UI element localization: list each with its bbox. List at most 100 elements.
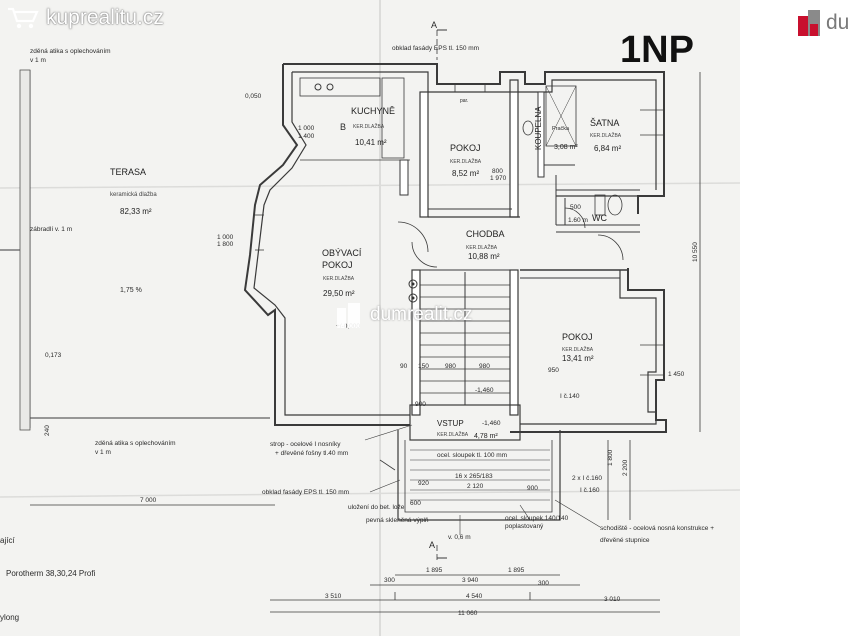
room-pokoj1-area: 8,52 m² bbox=[452, 169, 479, 178]
room-vstup-material: KER.DLAŽBA bbox=[437, 430, 469, 438]
roof-2: + dřevěné fošny tl.40 mm bbox=[275, 450, 348, 457]
facade-bottom: obklad fasády EPS tl. 150 mm bbox=[262, 489, 349, 496]
steps: 16 x 265/183 bbox=[455, 473, 493, 480]
room-chodba-name: CHODBA bbox=[466, 229, 505, 239]
room-chodba-material: KER.DLAŽBA bbox=[466, 243, 498, 251]
lintel: I č.140 bbox=[560, 393, 580, 400]
stairs2-a: schodiště - ocelová nosná konstrukce + bbox=[600, 525, 714, 532]
dim-980-b: 980 bbox=[479, 363, 490, 370]
left-text-2: Porotherm 38,30,24 Profi bbox=[6, 569, 96, 578]
room-terasa-name: TERASA bbox=[110, 167, 146, 177]
level-top: 0,050 bbox=[245, 93, 262, 100]
room-obyvaci-area: 29,50 m² bbox=[323, 289, 355, 298]
column: ocel. sloupek tl. 100 mm bbox=[437, 452, 507, 459]
washer: Pračka bbox=[552, 126, 570, 132]
dim-10550: 10 550 bbox=[692, 242, 699, 262]
room-obyvaci-material: KER.DLAŽBA bbox=[323, 274, 355, 282]
level-left: 0,173 bbox=[45, 352, 62, 359]
section-a-top: A bbox=[431, 20, 437, 30]
dim-240: 240 bbox=[44, 425, 51, 436]
left-text-1: ající bbox=[0, 536, 15, 545]
room-pokoj1-material: KER.DLAŽBA bbox=[450, 157, 482, 165]
room-terasa-material: keramická dlažba bbox=[110, 192, 157, 198]
dim-3510: 3 510 bbox=[325, 593, 342, 600]
laying: uložení do bet. lože bbox=[348, 504, 405, 511]
dumrealit-logo-icon bbox=[798, 10, 820, 36]
dim-3010: 3 010 bbox=[604, 596, 621, 603]
attic-top-2: v 1 m bbox=[30, 57, 46, 64]
dim-950: 950 bbox=[548, 367, 559, 374]
dim-2200: 2 200 bbox=[622, 459, 629, 476]
room-koupelna-name: KOUPELNA bbox=[534, 106, 543, 150]
room-kuchyne-area: 10,41 m² bbox=[355, 138, 387, 147]
shopping-cart-icon bbox=[8, 7, 39, 29]
room-satna-material: KER.DLAŽBA bbox=[590, 131, 622, 139]
par-label: par. bbox=[460, 98, 468, 104]
room-satna-name: ŠATNA bbox=[590, 118, 619, 128]
watermark-right-text: du bbox=[826, 11, 848, 34]
stairs2-b: dřevěné stupnice bbox=[600, 537, 650, 544]
roof-1: strop - ocelové I nosníky bbox=[270, 441, 341, 448]
dim-980-a: 980 bbox=[445, 363, 456, 370]
watermark-right: du bbox=[796, 8, 848, 38]
dim-1000-b: 1 000 bbox=[217, 234, 234, 241]
railing: zábradlí v. 1 m bbox=[30, 226, 72, 233]
room-koupelna-area: 3,08 m² bbox=[554, 144, 578, 151]
section-a-bottom: A bbox=[429, 540, 435, 550]
dim-150: 150 bbox=[418, 363, 429, 370]
left-text-3: ylong bbox=[0, 613, 19, 622]
room-pokoj2-area: 13,41 m² bbox=[562, 354, 594, 363]
level-vstup: -1,460 bbox=[482, 420, 501, 427]
room-vstup-name: VSTUP bbox=[437, 419, 464, 428]
dim-1400: 1 400 bbox=[298, 133, 315, 140]
dim-900-b: 900 bbox=[415, 401, 426, 408]
room-wc-name: WC bbox=[592, 213, 607, 223]
level-stair: -1,460 bbox=[475, 387, 494, 394]
room-obyvaci-name1: OBÝVACÍ bbox=[322, 248, 362, 258]
column2-a: ocel. sloupek 140/140 bbox=[505, 515, 569, 522]
attic-bottom-2: v 1 m bbox=[95, 449, 111, 456]
floor-label: 1NP bbox=[620, 29, 694, 71]
slope: 1,75 % bbox=[120, 287, 142, 294]
dim-1800: 1 800 bbox=[607, 449, 614, 466]
dim-500: 500 bbox=[570, 204, 581, 211]
room-vstup-area: 4,78 m² bbox=[474, 433, 498, 440]
room-obyvaci-name2: POKOJ bbox=[322, 260, 353, 270]
attic-top-1: zděná atika s oplechováním bbox=[30, 48, 111, 55]
house-logo-icon bbox=[337, 303, 360, 328]
watermark-dumrealit: dumrealit.cz bbox=[334, 300, 472, 330]
dim-1450: 1 450 bbox=[668, 371, 685, 378]
dim-300-b: 300 bbox=[538, 580, 549, 587]
dim-1800-b: 1 800 bbox=[217, 241, 234, 248]
room-pokoj2-name: POKOJ bbox=[562, 332, 593, 342]
room-terasa-area: 82,33 m² bbox=[120, 207, 152, 216]
room-kuchyne-material: KER.DLAŽBA bbox=[353, 122, 385, 130]
dim-3940: 3 940 bbox=[462, 577, 479, 584]
dim-2120: 2 120 bbox=[467, 483, 484, 490]
dim-7000: 7 000 bbox=[140, 497, 157, 504]
room-pokoj2-material: KER.DLAŽBA bbox=[562, 345, 594, 353]
lintel-3: I č.160 bbox=[580, 487, 600, 494]
dim-600: 600 bbox=[410, 500, 421, 507]
dim-300-a: 300 bbox=[384, 577, 395, 584]
dim-11060: 11 060 bbox=[458, 610, 478, 617]
watermark-center-text: dumrealit.cz bbox=[370, 304, 473, 325]
dim-1895-a: 1 895 bbox=[426, 567, 443, 574]
room-kuchyne-name: KUCHYNĚ bbox=[351, 106, 395, 116]
attic-bottom-1: zděná atika s oplechováním bbox=[95, 440, 176, 447]
watermark-kuprealitu: kuprealitu.cz bbox=[6, 6, 164, 30]
letter-b: B bbox=[340, 122, 346, 132]
dim-90: 90 bbox=[400, 363, 408, 370]
dim-920: 920 bbox=[418, 480, 429, 487]
dim-900-a: 900 bbox=[527, 485, 538, 492]
dim-1970: 1 970 bbox=[490, 175, 507, 182]
height: v. 0,6 m bbox=[448, 534, 471, 541]
dim-1895-b: 1 895 bbox=[508, 567, 525, 574]
column2-b: poplastovaný bbox=[505, 523, 544, 530]
room-pokoj1-name: POKOJ bbox=[450, 143, 481, 153]
glass: pevná skleněná výplň bbox=[366, 517, 429, 524]
dim-1000: 1 000 bbox=[298, 125, 315, 132]
door-label: 1.60 m bbox=[568, 217, 588, 224]
room-chodba-area: 10,88 m² bbox=[468, 252, 500, 261]
